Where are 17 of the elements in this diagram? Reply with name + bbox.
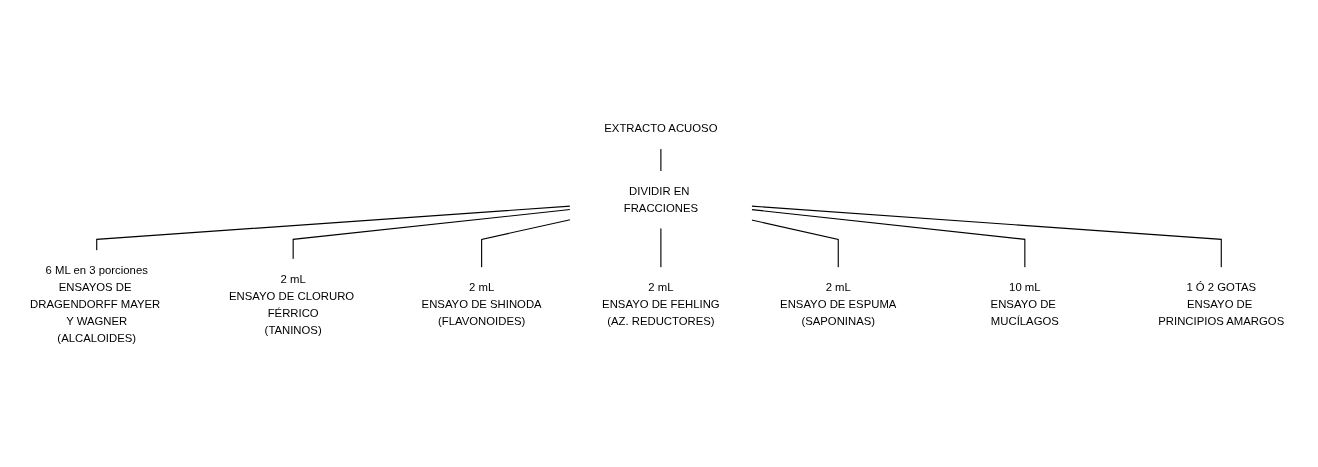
connector (750, 205, 1222, 269)
node-text: 1 Ó 2 GOTAS ENSAYO DE PRINCIPIOS AMARGOS (1158, 280, 1285, 328)
connector (292, 208, 571, 260)
node-text: 2 mL ENSAYO DE SHINODA (FLAVONOIDES) (421, 280, 542, 328)
node-text: DIVIDIR EN FRACCIONES (623, 184, 699, 214)
connector (660, 227, 662, 269)
node-text: 10 mL ENSAYO DE MUCÍLAGOS (990, 280, 1059, 328)
node-text: 2 mL ENSAYO DE CLORURO FÉRRICO (TANINOS) (229, 271, 355, 336)
node-text: EXTRACTO ACUOSO (604, 121, 718, 135)
node-text: 2 mL ENSAYO DE ESPUMA (SAPONINAS) (780, 280, 897, 328)
connector (481, 219, 571, 269)
connector (96, 205, 571, 252)
node-text: 2 mL ENSAYO DE FEHLING (AZ. REDUCTORES) (602, 280, 720, 328)
connector (660, 147, 662, 172)
node-text: 6 ML en 3 porciones ENSAYOS DE DRAGENDORFF MAYER Y WAGNER (ALCALOIDES) (30, 263, 161, 345)
connector (750, 208, 1026, 269)
connector (750, 219, 839, 269)
